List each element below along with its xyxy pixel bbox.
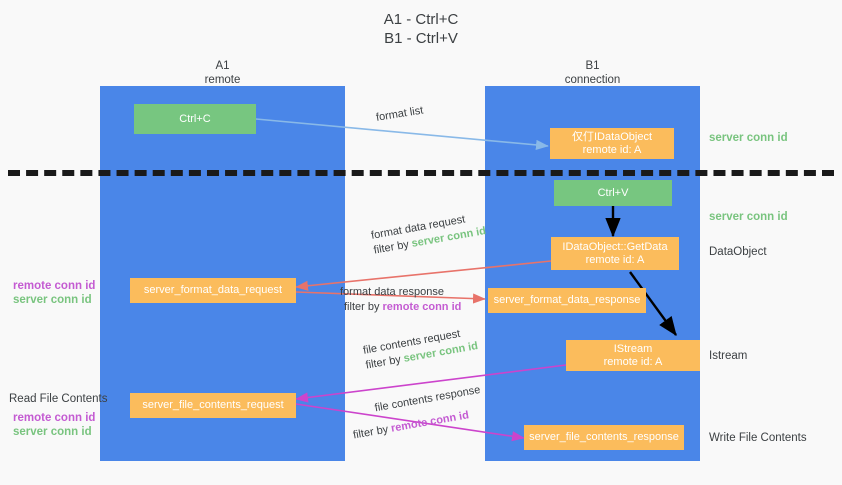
label-conn-ids-file: remote conn id server conn id [13, 411, 95, 439]
label-server-conn-id-2: server conn id [13, 426, 92, 438]
node-server-format-data-response-label: server_format_data_response [493, 294, 641, 306]
edge-label-format-data-response-line2: filter by remote conn id [340, 300, 461, 315]
edge-label-format-data-request: format data request filter by server con… [370, 209, 487, 258]
label-server-conn-id-1: server conn id [13, 294, 92, 306]
edge-label-file-contents-request: file contents request filter by server c… [362, 324, 479, 373]
node-ctrl-c[interactable]: Ctrl+C [134, 104, 256, 134]
title-line-1: A1 - Ctrl+C [383, 11, 459, 28]
node-istream-subtitle: remote id: A [603, 355, 663, 368]
lane-header-a1: A1 remote [100, 59, 345, 87]
node-idataobject-title: 仅仃IDataObject [571, 130, 653, 143]
node-idataobject[interactable]: 仅仃IDataObject remote id: A [550, 128, 674, 159]
lane-a1-sub: remote [204, 74, 241, 86]
label-dataobject: DataObject [709, 246, 767, 258]
node-ctrl-c-label: Ctrl+C [179, 112, 211, 125]
label-conn-ids-format: remote conn id server conn id [13, 279, 95, 307]
edge-filter-by-prefix-2: filter by [344, 301, 383, 313]
edge-label-format-data-response-line1: format data response [340, 286, 444, 298]
label-write-file-contents: Write File Contents [709, 432, 807, 444]
edge-label-format-list: format list [375, 104, 425, 124]
lane-header-b1: B1 connection [485, 59, 700, 87]
node-server-format-data-request-label: server_format_data_request [143, 284, 283, 296]
label-remote-conn-id-1: remote conn id [13, 280, 96, 292]
label-remote-conn-id-2: remote conn id [13, 412, 96, 424]
label-server-conn-id-top: server conn id [709, 132, 788, 144]
node-getdata-subtitle: remote id: A [585, 253, 645, 266]
edge-filter-by-value-2: remote conn id [382, 301, 462, 313]
lane-b1-sub: connection [564, 74, 621, 86]
edge-filter-by-value-4: remote conn id [390, 409, 470, 435]
edge-label-file-contents-response: file contents response filter by remote … [348, 383, 486, 444]
page-title: A1 - Ctrl+C B1 - Ctrl+V [0, 10, 842, 48]
phase-divider [8, 170, 834, 176]
edge-filter-by-prefix-4: filter by [352, 422, 393, 442]
lane-b1-name: B1 [585, 60, 600, 72]
node-server-format-data-request[interactable]: server_format_data_request [130, 278, 296, 303]
node-server-file-contents-request[interactable]: server_file_contents_request [130, 393, 296, 418]
node-istream-title: IStream [613, 342, 653, 355]
node-ctrl-v-label: Ctrl+V [597, 186, 629, 199]
label-istream: Istream [709, 350, 748, 362]
node-idataobject-getdata[interactable]: IDataObject::GetData remote id: A [551, 237, 679, 270]
node-server-format-data-response[interactable]: server_format_data_response [488, 288, 646, 313]
label-read-file-contents: Read File Contents [9, 393, 108, 405]
node-ctrl-v[interactable]: Ctrl+V [554, 180, 672, 206]
edge-label-format-data-response: format data response filter by remote co… [340, 285, 461, 315]
label-server-conn-id-mid: server conn id [709, 211, 788, 223]
node-server-file-contents-response-label: server_file_contents_response [529, 431, 679, 443]
node-idataobject-subtitle: remote id: A [582, 143, 642, 156]
node-server-file-contents-request-label: server_file_contents_request [142, 399, 284, 411]
node-istream[interactable]: IStream remote id: A [566, 340, 700, 371]
node-getdata-title: IDataObject::GetData [562, 240, 668, 253]
title-line-2: B1 - Ctrl+V [384, 30, 458, 47]
node-server-file-contents-response[interactable]: server_file_contents_response [524, 425, 684, 450]
lane-a1-name: A1 [215, 60, 230, 72]
